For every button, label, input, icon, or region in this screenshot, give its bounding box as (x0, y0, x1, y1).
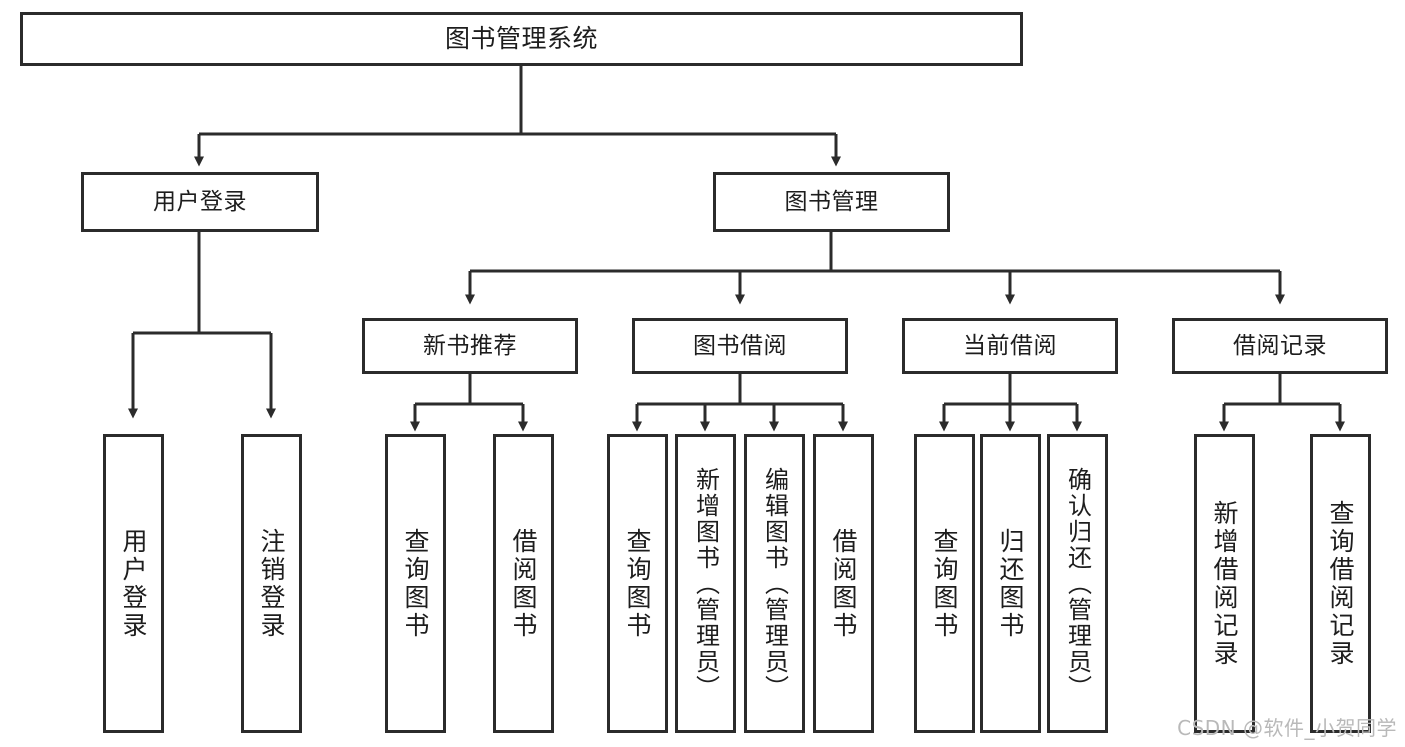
leaf-borrow-book[interactable]: 借阅图书 (813, 434, 874, 733)
node-label: 查询借阅记录 (1326, 499, 1355, 668)
node-new-book-recommend[interactable]: 新书推荐 (362, 318, 578, 374)
leaf-query-book-current[interactable]: 查询图书 (914, 434, 975, 733)
leaf-add-borrow-record[interactable]: 新增借阅记录 (1194, 434, 1255, 733)
node-label: 查询图书 (401, 527, 430, 640)
leaf-query-book-borrow[interactable]: 查询图书 (607, 434, 668, 733)
node-label: 注销登录 (257, 527, 286, 640)
leaf-user-login[interactable]: 用户登录 (103, 434, 164, 733)
leaf-return-book[interactable]: 归还图书 (980, 434, 1041, 733)
leaf-query-book-new[interactable]: 查询图书 (385, 434, 446, 733)
node-label: 图书借阅 (693, 332, 787, 359)
leaf-confirm-return-admin[interactable]: 确认归还（管理员） (1047, 434, 1108, 733)
node-label: 新书推荐 (423, 332, 517, 359)
node-label: 借阅图书 (509, 527, 538, 640)
node-label: 查询图书 (623, 527, 652, 640)
node-label: 新增借阅记录 (1210, 499, 1239, 668)
node-book-management[interactable]: 图书管理 (713, 172, 950, 232)
node-label: 当前借阅 (963, 332, 1057, 359)
leaf-add-book-admin[interactable]: 新增图书（管理员） (675, 434, 736, 733)
node-label: 用户登录 (119, 527, 148, 640)
node-label: 新增图书（管理员） (691, 466, 720, 701)
node-root-system[interactable]: 图书管理系统 (20, 12, 1023, 66)
node-label: 借阅记录 (1233, 332, 1327, 359)
node-label: 编辑图书（管理员） (760, 466, 789, 701)
leaf-borrow-book-new[interactable]: 借阅图书 (493, 434, 554, 733)
node-borrow-record[interactable]: 借阅记录 (1172, 318, 1388, 374)
node-current-borrow[interactable]: 当前借阅 (902, 318, 1118, 374)
node-label: 归还图书 (996, 527, 1025, 640)
node-book-borrow[interactable]: 图书借阅 (632, 318, 848, 374)
leaf-query-borrow-record[interactable]: 查询借阅记录 (1310, 434, 1371, 733)
node-user-login[interactable]: 用户登录 (81, 172, 319, 232)
node-label: 用户登录 (153, 188, 247, 215)
node-label: 图书管理系统 (444, 23, 598, 53)
node-label: 查询图书 (930, 527, 959, 640)
watermark: CSDN @软件_小贺同学 (1177, 716, 1397, 740)
leaf-edit-book-admin[interactable]: 编辑图书（管理员） (744, 434, 805, 733)
node-label: 图书管理 (784, 188, 879, 215)
node-label: 借阅图书 (829, 527, 858, 640)
leaf-logout[interactable]: 注销登录 (241, 434, 302, 733)
node-label: 确认归还（管理员） (1063, 466, 1092, 701)
